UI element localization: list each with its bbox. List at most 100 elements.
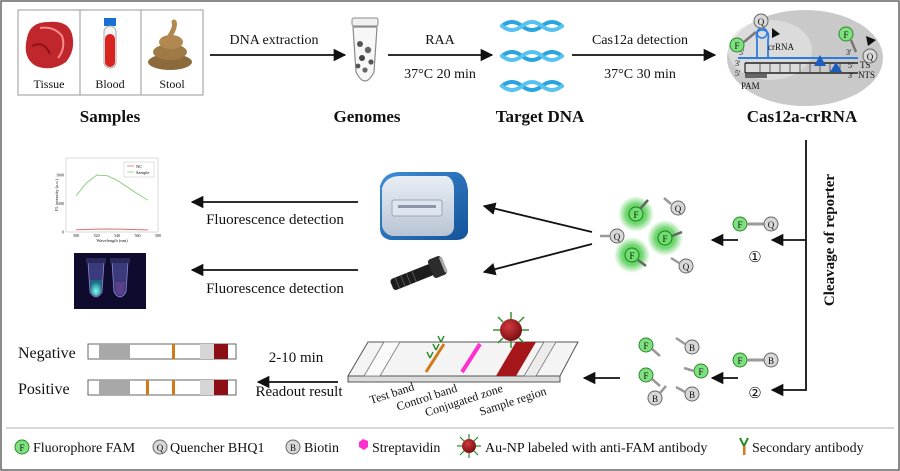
stage-genomes: Genomes <box>333 107 400 126</box>
legend-label-biotin: Biotin <box>304 441 339 456</box>
svg-text:B: B <box>768 356 774 366</box>
reporter-fq-right: F Q <box>838 26 878 64</box>
label-crrna: crRNA <box>768 42 794 52</box>
svg-text:F: F <box>698 367 703 377</box>
legend-label-aunp: Au-NP labeled with anti-FAM antibody <box>485 441 707 456</box>
legend-label-quencher: Quencher BHQ1 <box>170 441 264 456</box>
legend-label-fam: Fluorophore FAM <box>33 441 136 456</box>
svg-text:Q: Q <box>867 52 874 62</box>
svg-text:Q: Q <box>683 262 690 272</box>
blood-tube-icon <box>103 18 117 69</box>
chart-legend: NC Sample <box>123 161 155 178</box>
result-negative: Negative <box>18 343 237 362</box>
label-fluorescence-2: Fluorescence detection <box>206 281 344 297</box>
svg-text:F: F <box>643 341 648 351</box>
step-cas12a-detection: Cas12a detection <box>592 33 688 48</box>
svg-text:Q: Q <box>758 17 765 27</box>
chart-xlabel: Wavelength (nm) <box>96 238 128 243</box>
label-pam: PAM <box>741 81 760 91</box>
lateral-flow-strip <box>347 312 579 383</box>
svg-text:B: B <box>689 343 695 353</box>
chart-x-tick-label: 580 <box>155 233 161 238</box>
label-cleavage: Cleavage of reporter <box>822 174 838 307</box>
strip-conjugate-pad <box>496 342 536 376</box>
crrna-hairpin <box>755 29 770 58</box>
sample-label-tissue: Tissue <box>34 77 65 91</box>
target-dna-icon <box>500 20 564 92</box>
sample-label-stool: Stool <box>159 77 185 91</box>
sample-label-blood: Blood <box>95 77 124 91</box>
legend-biotin: B Biotin <box>285 439 339 456</box>
svg-text:Q: Q <box>157 443 164 453</box>
legend-series-nc: NC <box>136 164 142 169</box>
legend-secondary-antibody: Secondary antibody <box>739 437 864 456</box>
reporter-fq-intact: F Q <box>732 216 779 232</box>
legend-aunp: Au-NP labeled with anti-FAM antibody <box>457 434 707 458</box>
legend-streptavidin: Streptavidin <box>359 439 440 456</box>
step-cas12a-condition: 37°C 30 min <box>604 67 676 82</box>
arrow-to-flashlight <box>482 243 593 276</box>
stage-target-dna: Target DNA <box>496 107 585 126</box>
tissue-icon <box>25 21 74 69</box>
label-3prime-top: 3' <box>846 48 852 57</box>
svg-text:F: F <box>737 220 742 230</box>
cleaved-reporters: F F F Q Q Q <box>600 196 694 274</box>
svg-text:B: B <box>689 390 695 400</box>
chart-y-tick-label: 500 <box>58 201 64 206</box>
label-negative: Negative <box>18 345 76 362</box>
svg-text:Q: Q <box>768 220 775 230</box>
label-fluorescence-1: Fluorescence detection <box>206 212 344 228</box>
svg-text:F: F <box>629 251 634 261</box>
label-3prime-right: 3' <box>848 71 854 80</box>
genome-tube-icon <box>351 17 379 82</box>
step-dna-extraction: DNA extraction <box>229 33 318 48</box>
cleaved-reporters-biotin: F B F F B B <box>638 336 709 406</box>
svg-text:Q: Q <box>614 232 621 242</box>
cas12a-complex: crRNA 5' 3' 3' 5' 5' 3' TS NTS PAM F Q F… <box>727 10 883 106</box>
step-raa: RAA <box>425 33 455 48</box>
chart-x-tick-label: 500 <box>73 233 79 238</box>
stage-cas12a-crrna: Cas12a-crRNA <box>747 107 858 126</box>
chart-ylabel: FL intensity (a.u.) <box>54 178 59 211</box>
legend-fam: F Fluorophore FAM <box>14 439 136 456</box>
arrow-cleavage-down <box>770 140 807 397</box>
svg-text:F: F <box>643 371 648 381</box>
label-readout-result: Readout result <box>255 384 343 400</box>
arrow-to-reader <box>482 202 593 233</box>
label-route-2: ② <box>748 386 761 402</box>
aunp-particle <box>493 312 529 348</box>
chart-x-tick-label: 540 <box>114 233 120 238</box>
strip-control-line <box>460 342 482 374</box>
samples-panel: Tissue Blood Stool Samples <box>17 9 204 126</box>
label-positive: Positive <box>18 381 70 398</box>
legend-label-streptavidin: Streptavidin <box>372 441 440 456</box>
legend-series-sample: Sample <box>136 170 150 175</box>
svg-text:F: F <box>633 210 638 220</box>
strip-test-line <box>424 343 446 373</box>
flashlight-icon <box>390 256 448 291</box>
samples-title: Samples <box>80 107 141 126</box>
legend-label-secondary: Secondary antibody <box>752 441 864 456</box>
result-positive: Positive <box>18 379 237 398</box>
stool-icon <box>148 19 192 70</box>
tubes-photo <box>74 253 146 309</box>
label-route-1: ① <box>748 250 761 266</box>
label-nts: NTS <box>858 70 875 80</box>
step-raa-condition: 37°C 20 min <box>404 67 476 82</box>
svg-text:F: F <box>662 234 667 244</box>
legend-quencher: Q Quencher BHQ1 <box>152 439 264 456</box>
label-5prime-top: 5' <box>739 48 745 57</box>
reporter-fb-intact: F B <box>732 352 779 368</box>
svg-text:B: B <box>290 443 296 453</box>
label-3prime-left: 3' <box>735 59 741 68</box>
label-5prime-left: 5' <box>735 69 741 78</box>
chart-y-tick-label: 0 <box>62 230 64 235</box>
svg-text:Q: Q <box>675 204 682 214</box>
label-time: 2-10 min <box>269 350 324 366</box>
svg-text:F: F <box>734 41 739 51</box>
label-ts: TS <box>860 60 871 70</box>
figure-legend: F Fluorophore FAM Q Quencher BHQ1 B Biot… <box>6 427 894 458</box>
label-5prime-right: 5' <box>848 61 854 70</box>
svg-text:F: F <box>843 30 848 40</box>
